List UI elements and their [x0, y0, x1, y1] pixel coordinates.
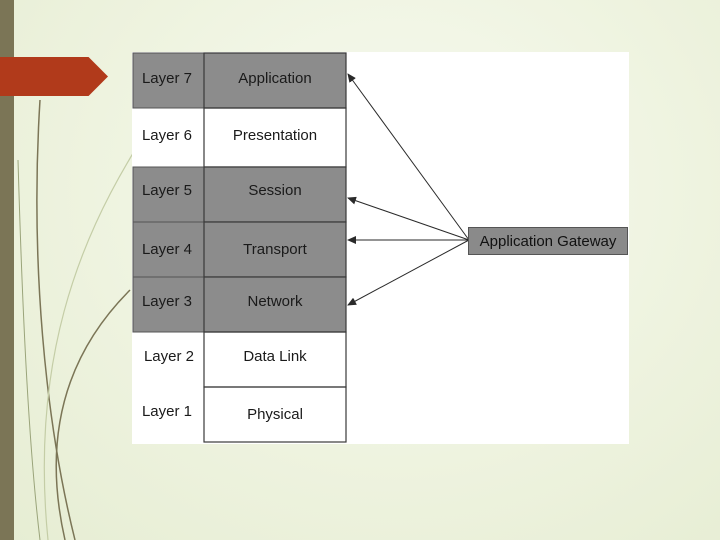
layer-4-name: Transport [243, 241, 307, 258]
layer-5-number: Layer 5 [141, 182, 193, 199]
layer-3-name: Network [247, 293, 303, 310]
layer-1-number: Layer 1 [141, 403, 193, 420]
title-accent-tab [0, 57, 108, 96]
layer-2-number: Layer 2 [143, 348, 195, 365]
gateway-arrow [347, 196, 470, 241]
gateway-arrow [347, 239, 470, 306]
layer-1-name: Physical [247, 406, 303, 423]
layer-5-name: Session [248, 182, 302, 199]
layer-row-shaded [132, 221, 347, 278]
left-side-band [0, 0, 14, 540]
layer-3-number: Layer 3 [141, 293, 193, 310]
osi-diagram-panel: Layer 7 Layer 6 Layer 5 Layer 4 Layer 3 … [132, 52, 629, 444]
layer-row-shaded [132, 166, 347, 223]
layer-name-cell [203, 386, 347, 443]
layer-4-number: Layer 4 [141, 241, 193, 258]
diagram-graphics [132, 52, 470, 443]
gateway-arrow [347, 73, 470, 241]
layer-7-number: Layer 7 [141, 70, 193, 87]
layer-2-name: Data Link [243, 348, 307, 365]
layer-7-name: Application [238, 70, 312, 87]
layer-6-name: Presentation [232, 127, 318, 144]
application-gateway-box: Application Gateway [468, 227, 628, 255]
layer-6-number: Layer 6 [141, 127, 193, 144]
